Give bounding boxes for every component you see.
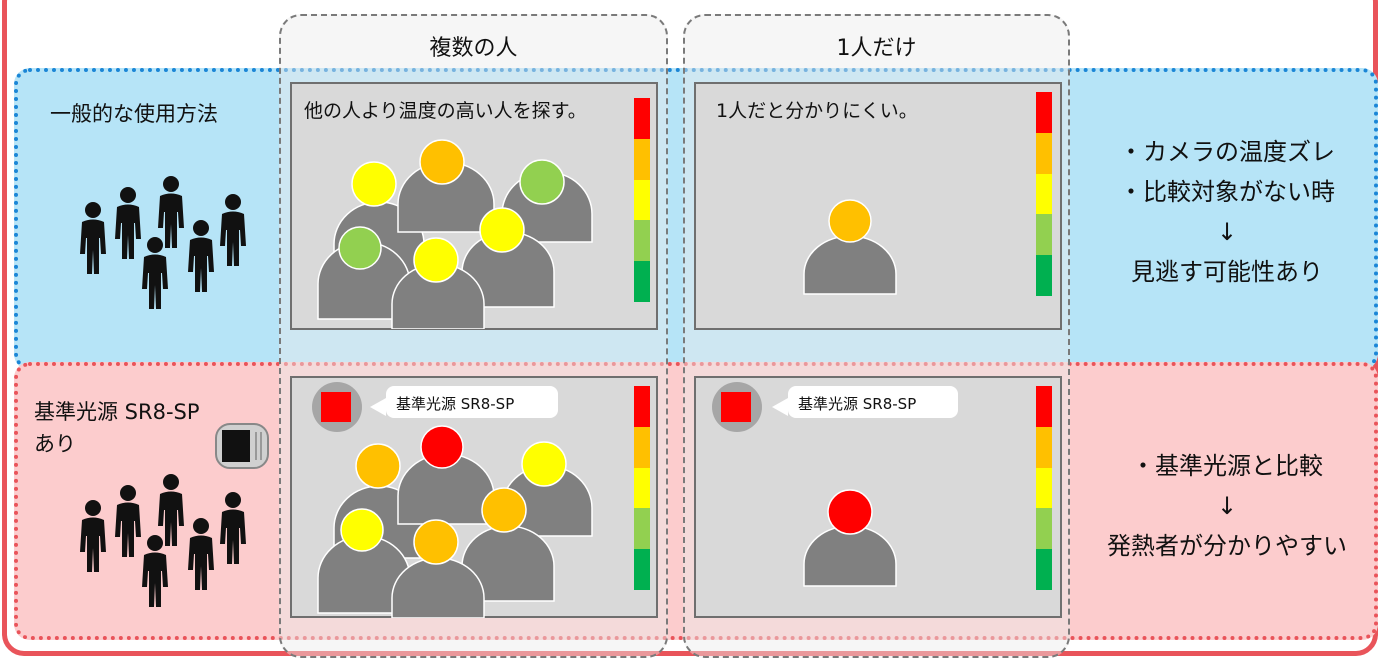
panel-reference-single: 基準光源 SR8-SP xyxy=(694,376,1062,618)
person-icon xyxy=(803,489,897,587)
panel-normal-multiple: 他の人より温度の高い人を探す。 xyxy=(290,82,658,330)
temperature-scale xyxy=(1036,92,1052,296)
conclusion-line: ・比較対象がない時 xyxy=(1119,178,1335,206)
row-label-reference-line2: あり xyxy=(34,432,76,456)
conclusion-line: 見逃す可能性あり xyxy=(1131,258,1323,286)
reference-source-icon xyxy=(712,382,762,432)
temperature-scale xyxy=(634,386,650,590)
temperature-scale xyxy=(1036,386,1052,590)
reference-callout: 基準光源 SR8-SP xyxy=(370,386,558,418)
panel-caption: 1人だと分かりにくい。 xyxy=(716,100,918,122)
column-header-single: 1人だけ xyxy=(836,36,917,61)
reference-source-icon xyxy=(312,382,362,432)
temperature-scale xyxy=(634,98,650,302)
column-header-multiple: 複数の人 xyxy=(429,36,518,61)
conclusion-arrow: ↓ xyxy=(1216,492,1238,520)
row-label-reference-line1: 基準光源 SR8-SP xyxy=(34,400,200,424)
people-group-icon xyxy=(80,176,246,309)
conclusion-reference: ・基準光源と比較 ↓ 発熱者が分かりやすい xyxy=(1078,446,1376,566)
crowd-figures xyxy=(317,139,593,329)
crowd-figures xyxy=(317,425,593,618)
person-icon xyxy=(803,199,897,295)
conclusion-line: ・カメラの温度ズレ xyxy=(1119,138,1335,166)
reference-callout: 基準光源 SR8-SP xyxy=(772,386,958,418)
conclusion-normal: ・カメラの温度ズレ ・比較対象がない時 ↓ 見逃す可能性あり xyxy=(1078,132,1376,292)
panel-reference-multiple: 基準光源 SR8-SP xyxy=(290,376,658,618)
conclusion-line: 発熱者が分かりやすい xyxy=(1107,532,1347,560)
conclusion-arrow: ↓ xyxy=(1216,218,1238,246)
conclusion-line: ・基準光源と比較 xyxy=(1131,452,1323,480)
panel-normal-single: 1人だと分かりにくい。 xyxy=(694,82,1062,330)
people-group-icon xyxy=(80,474,246,607)
reference-light-source-device-icon xyxy=(215,423,269,469)
panel-caption: 他の人より温度の高い人を探す。 xyxy=(304,100,587,122)
row-label-normal: 一般的な使用方法 xyxy=(50,102,218,126)
